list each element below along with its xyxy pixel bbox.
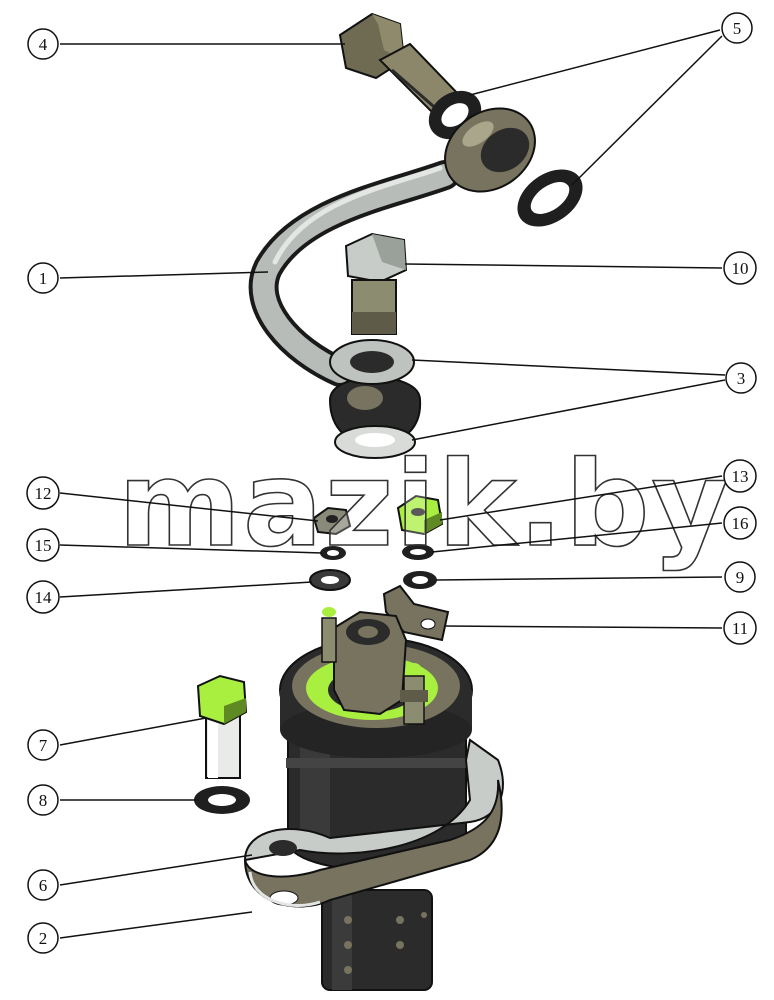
callout-7-label: 7 bbox=[39, 736, 48, 755]
callout-6: 6 bbox=[27, 869, 59, 901]
callout-9-label: 9 bbox=[736, 568, 745, 587]
callout-6-label: 6 bbox=[39, 876, 48, 895]
part-13-nut-green bbox=[396, 494, 444, 536]
part-15-washer bbox=[320, 546, 346, 560]
callout-4-label: 4 bbox=[39, 35, 48, 54]
callout-5-label: 5 bbox=[733, 19, 742, 38]
callout-10: 10 bbox=[723, 251, 757, 285]
callout-13-label: 13 bbox=[732, 467, 749, 486]
part-12-nut bbox=[312, 506, 352, 536]
callout-1: 1 bbox=[27, 262, 59, 294]
callout-1-label: 1 bbox=[39, 269, 48, 288]
callout-12-label: 12 bbox=[35, 484, 52, 503]
callout-11-label: 11 bbox=[732, 619, 748, 638]
part-2-injector-body bbox=[279, 607, 473, 991]
callout-11: 11 bbox=[723, 611, 757, 645]
callout-7: 7 bbox=[27, 729, 59, 761]
callout-2-label: 2 bbox=[39, 929, 48, 948]
callout-16: 16 bbox=[723, 506, 757, 540]
part-10-hollow-bolt bbox=[344, 232, 408, 335]
part-7-bolt bbox=[196, 674, 248, 779]
callout-3-label: 3 bbox=[737, 369, 746, 388]
watermark-text: mazik.by bbox=[118, 435, 730, 573]
callout-8: 8 bbox=[27, 784, 59, 816]
part-16-washer bbox=[402, 544, 434, 560]
callout-15-label: 15 bbox=[35, 536, 52, 555]
callout-13: 13 bbox=[723, 459, 757, 493]
part-9-washer bbox=[403, 571, 437, 589]
part-6-mounting-flange bbox=[243, 738, 504, 908]
callout-10-label: 10 bbox=[732, 259, 749, 278]
part-14-spring-washer bbox=[309, 569, 351, 591]
callout-4: 4 bbox=[27, 28, 59, 60]
callout-14: 14 bbox=[26, 580, 60, 614]
part-8-washer bbox=[194, 786, 250, 814]
callout-12: 12 bbox=[26, 476, 60, 510]
callout-3: 3 bbox=[725, 362, 757, 394]
part-3-washers bbox=[329, 339, 416, 459]
callout-2: 2 bbox=[27, 922, 59, 954]
callout-5: 5 bbox=[721, 12, 753, 44]
leader-lines bbox=[59, 29, 726, 939]
callout-16-label: 16 bbox=[732, 514, 749, 533]
callout-14-label: 14 bbox=[35, 588, 53, 607]
callout-15: 15 bbox=[26, 528, 60, 562]
part-1-fuel-pipe bbox=[248, 107, 536, 447]
callout-8-label: 8 bbox=[39, 791, 48, 810]
callout-9: 9 bbox=[724, 561, 756, 593]
